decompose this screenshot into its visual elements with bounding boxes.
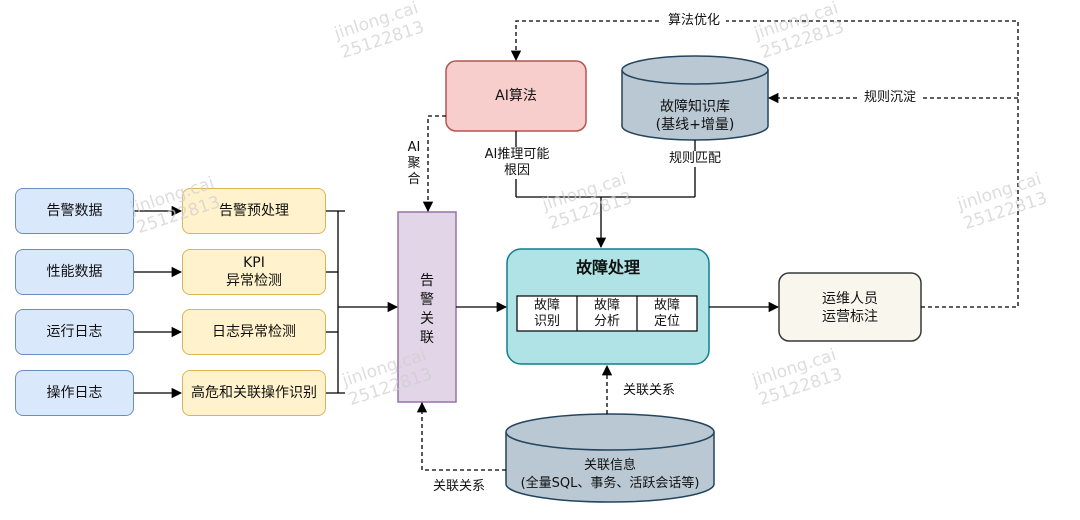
related-info-cylinder — [505, 413, 715, 503]
preprocess-label: 告警预处理 — [219, 203, 289, 219]
alarm-correlation-label: 告 警 关 联 — [420, 273, 434, 346]
edge-label-relation-up: 关联关系 — [618, 383, 680, 399]
preprocess-label: 高危和关联操作识别 — [191, 385, 317, 401]
preprocess-operation: 高危和关联操作识别 — [182, 370, 326, 416]
source-label: 操作日志 — [46, 385, 103, 401]
edge-label-rule-match: 规则匹配 — [662, 151, 728, 167]
knowledge-base-label: 故障知识库 (基线+增量) — [655, 99, 735, 133]
fault-handling-title: 故障处理 — [575, 258, 640, 277]
edge-label-algo-optimize: 算法优化 — [662, 13, 726, 29]
preprocess-log: 日志异常检测 — [182, 309, 326, 355]
edge-label-ai-infer: AI推理可能 根因 — [475, 147, 559, 179]
fault-step-analyze: 故障 分析 — [593, 298, 620, 329]
fault-step-locate: 故障 定位 — [653, 298, 680, 329]
source-label: 运行日志 — [46, 324, 103, 340]
edge-label-relation-left: 关联关系 — [428, 479, 490, 495]
ai-algorithm-label: AI算法 — [495, 88, 537, 104]
related-info-label: 关联信息 (全量SQL、事务、活跃会话等) — [520, 458, 700, 491]
source-run-log: 运行日志 — [15, 309, 134, 355]
preprocess-label: KPI 异常检测 — [226, 255, 282, 289]
arrow-operator-feedback — [510, 20, 1019, 308]
preprocess-kpi: KPI 异常检测 — [182, 249, 326, 295]
alarm-correlation-box — [397, 211, 457, 403]
fault-steps-frame — [516, 295, 698, 332]
operators-label: 运维人员 运营标注 — [822, 291, 878, 325]
preprocess-alarm: 告警预处理 — [182, 188, 326, 234]
merge-bracket — [326, 210, 345, 394]
knowledge-base-cylinder — [621, 55, 769, 141]
source-label: 性能数据 — [46, 264, 103, 280]
source-operation-log: 操作日志 — [15, 370, 134, 416]
arrow-relation-left — [416, 401, 506, 471]
source-alarm-data: 告警数据 — [15, 188, 134, 234]
source-label: 告警数据 — [46, 203, 103, 219]
edge-label-ai-aggregate: AI 聚 合 — [404, 140, 424, 188]
fault-step-identify: 故障 识别 — [533, 298, 560, 329]
arrow-ai-aggregate — [422, 115, 446, 213]
source-performance-data: 性能数据 — [15, 249, 134, 295]
edge-label-rule-settle: 规则沉淀 — [858, 90, 922, 106]
preprocess-label: 日志异常检测 — [212, 324, 296, 340]
